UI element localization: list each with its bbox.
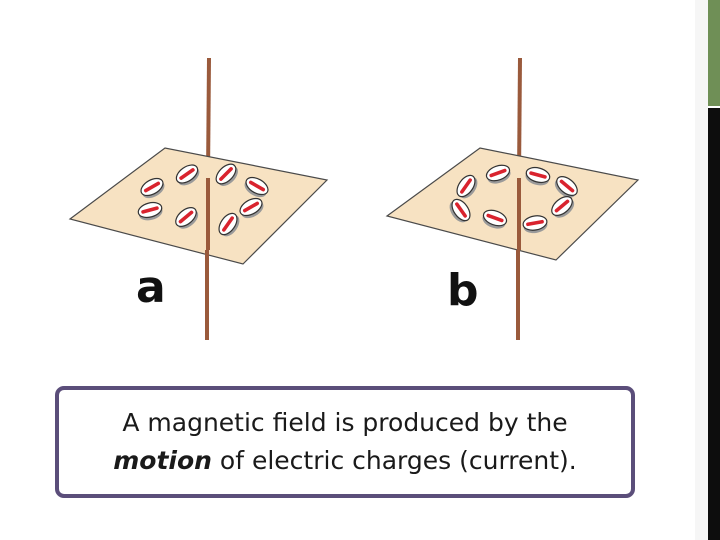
- caption-line-2: motion of electric charges (current).: [113, 442, 577, 480]
- caption-line-1: A magnetic field is produced by the: [122, 408, 568, 437]
- slide-edge-strip: [695, 0, 708, 540]
- panel-label-a: a: [136, 262, 166, 313]
- board-b: [385, 147, 640, 261]
- caption-emphasis: motion: [113, 446, 212, 475]
- panel-b: [385, 57, 640, 340]
- board-a: [68, 147, 329, 265]
- slide-dark-bar: [708, 108, 720, 540]
- caption-box: A magnetic field is produced by the moti…: [55, 386, 635, 498]
- caption-line-2-rest: of electric charges (current).: [211, 446, 577, 475]
- panel-label-b: b: [447, 265, 479, 316]
- panel-a: [68, 57, 329, 340]
- slide-accent-bar: [708, 0, 720, 106]
